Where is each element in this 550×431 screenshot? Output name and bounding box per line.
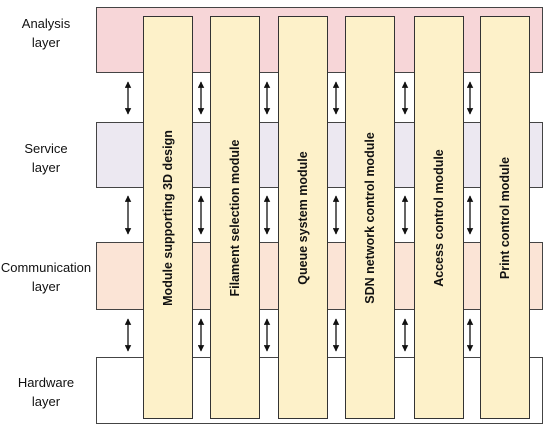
layer-label-service: Service layer	[0, 139, 92, 177]
layer-label-line2: layer	[31, 160, 61, 175]
layer-label-line2: layer	[31, 279, 61, 294]
layer-label-hardware: Hardware layer	[0, 373, 92, 411]
layer-label-line2: layer	[31, 35, 61, 50]
module-queue-system: Queue system module	[278, 16, 328, 419]
layer-label-line1: Service	[24, 141, 68, 156]
layer-label-line1: Analysis	[21, 16, 71, 31]
module-print-control: Print control module	[480, 16, 530, 419]
layer-label-line1: Communication	[0, 260, 92, 275]
layer-label-line2: layer	[31, 394, 61, 409]
module-access-control: Access control module	[414, 16, 464, 419]
layer-label-analysis: Analysis layer	[0, 14, 92, 52]
module-filament-selection: Filament selection module	[210, 16, 260, 419]
layer-label-communication: Communication layer	[0, 258, 92, 296]
layer-label-line1: Hardware	[17, 375, 75, 390]
module-sdn-network-control: SDN network control module	[345, 16, 395, 419]
module-3d-design: Module supporting 3D design	[143, 16, 193, 419]
